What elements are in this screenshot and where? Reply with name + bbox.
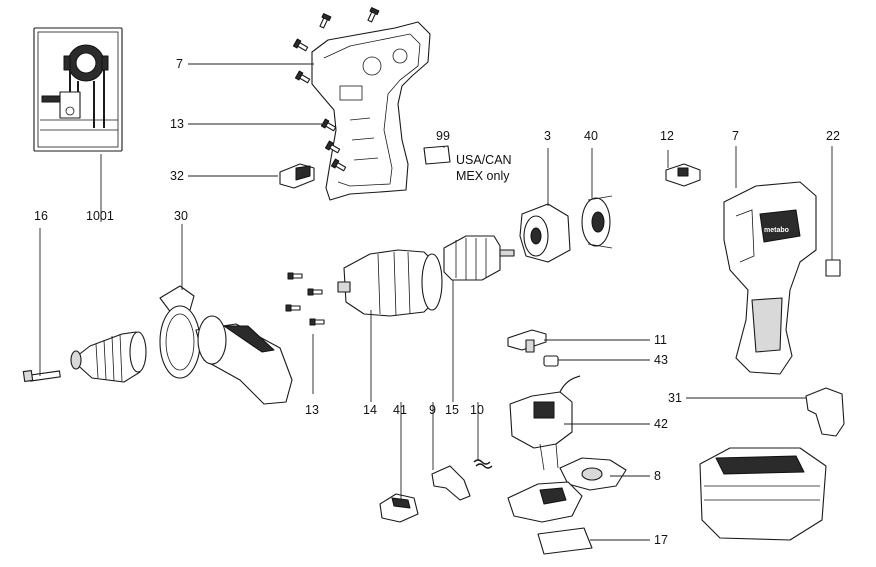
label-99: 99	[436, 129, 450, 143]
keyless-chuck	[70, 331, 147, 383]
label-42: 42	[654, 417, 668, 431]
part-31-belt-clip	[805, 387, 845, 437]
label-16: 16	[34, 209, 48, 223]
label-13-top: 13	[170, 117, 184, 131]
part-30-side-handle	[159, 285, 293, 405]
note-usa-can: USA/CAN	[456, 153, 512, 167]
label-9: 9	[429, 403, 436, 417]
part-22-sticker	[825, 259, 841, 277]
label-15: 15	[445, 403, 459, 417]
label-31: 31	[668, 391, 682, 405]
switch-base-plate	[507, 481, 583, 523]
leader-lines	[39, 63, 833, 541]
battery-pack	[699, 447, 827, 541]
note-mex-only: MEX only	[456, 169, 510, 183]
part-10-spring	[473, 459, 493, 469]
part-7-housing-left	[311, 21, 431, 201]
housing-screws	[292, 7, 380, 172]
part-16-screw	[22, 369, 61, 383]
part-3-stator	[519, 203, 571, 263]
part-32-switch-block	[279, 163, 315, 189]
label-1001: 1001	[86, 209, 114, 223]
part-99-label	[423, 145, 451, 165]
label-14: 14	[363, 403, 377, 417]
label-11: 11	[654, 333, 667, 347]
label-8: 8	[654, 469, 661, 483]
label-22: 22	[826, 129, 840, 143]
label-7-right: 7	[732, 129, 739, 143]
label-17: 17	[654, 533, 668, 547]
svg-text:metabo: metabo	[764, 227, 789, 234]
part-12-clip	[665, 163, 701, 187]
part-41-block	[379, 493, 419, 523]
gearbox-screws	[285, 272, 325, 326]
part-7-housing-right: metabo	[723, 181, 817, 375]
part-1001-label-card	[33, 27, 123, 152]
part-42-switch-module	[509, 375, 581, 471]
part-11-slider	[507, 329, 547, 353]
label-30: 30	[174, 209, 188, 223]
part-17-foil	[537, 527, 593, 555]
part-43-block	[543, 355, 559, 367]
label-10: 10	[470, 403, 484, 417]
label-32: 32	[170, 169, 184, 183]
label-41: 41	[393, 403, 407, 417]
part-15-rotor	[443, 235, 515, 281]
label-3: 3	[544, 129, 551, 143]
part-labels: 7 13 32 16 1001 30 99 USA/CAN MEX only 3…	[34, 57, 840, 547]
label-12: 12	[660, 129, 674, 143]
label-7-top: 7	[176, 57, 183, 71]
part-9-lever	[431, 465, 471, 501]
part-14-gearbox	[337, 249, 443, 317]
label-40: 40	[584, 129, 598, 143]
part-40-control-disc	[581, 195, 613, 249]
label-13-bottom: 13	[305, 403, 319, 417]
label-43: 43	[654, 353, 668, 367]
